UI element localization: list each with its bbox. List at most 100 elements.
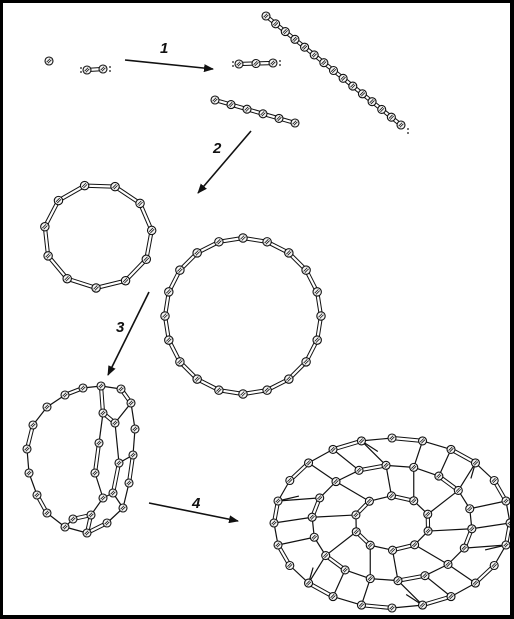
carbon-atom (193, 375, 201, 383)
carbon-atom (291, 35, 299, 43)
carbon-atom (447, 445, 455, 453)
carbon-atom (365, 497, 373, 505)
carbon-atom (129, 451, 137, 459)
carbon-atom (95, 439, 103, 447)
carbon-atom (366, 541, 374, 549)
carbon-atom (119, 504, 127, 512)
carbon-atom (454, 486, 462, 494)
carbon-atom (92, 284, 100, 292)
carbon-atom (471, 579, 479, 587)
carbon-atom (165, 336, 173, 344)
large-monocyclic-ring (161, 234, 325, 398)
carbon-atom (301, 43, 309, 51)
step-arrow-3: 3 (108, 292, 149, 375)
carbon-atom (263, 386, 271, 394)
carbon-atom (274, 497, 282, 505)
single-carbon-atom (45, 57, 53, 65)
carbon-atom (103, 519, 111, 527)
carbon-atom (44, 252, 52, 260)
carbon-atom (235, 60, 243, 68)
bond (115, 423, 119, 463)
carbon-atom (83, 66, 91, 74)
carbon-atom (339, 74, 347, 82)
fullerene-cage (270, 434, 510, 612)
carbon-atom (460, 544, 468, 552)
carbon-atom (111, 182, 119, 190)
carbon-atom (410, 463, 418, 471)
carbon-atom (397, 121, 405, 129)
carbon-atom (227, 101, 235, 109)
carbon-atom (275, 114, 283, 122)
carbon-atom (368, 98, 376, 106)
bond (398, 581, 423, 605)
step-arrow-2: 2 (198, 131, 251, 193)
carbon-atom (80, 181, 88, 189)
carbon-atom (389, 546, 397, 554)
bond (278, 537, 314, 545)
carbon-atom (79, 384, 87, 392)
carbon-atom (394, 577, 402, 585)
carbon-atom (490, 477, 498, 485)
carbon-atom (424, 527, 432, 535)
bond (392, 605, 423, 608)
carbon-atom (466, 505, 474, 513)
carbon-atom (310, 51, 318, 59)
bond (333, 449, 359, 470)
carbon-atom (322, 552, 330, 560)
carbon-atom (357, 601, 365, 609)
carbon-atom (281, 28, 289, 36)
carbon-atom (121, 277, 129, 285)
diagram-canvas: 1 2 3 4 (3, 3, 510, 615)
step-label-1: 1 (160, 40, 168, 57)
carbon-atom (411, 541, 419, 549)
carbon-atom (239, 390, 247, 398)
bond (470, 501, 506, 509)
bond (309, 463, 336, 482)
carbon-atom (355, 466, 363, 474)
carbon-atom (125, 479, 133, 487)
carbon-atom (444, 560, 452, 568)
carbon-atom (136, 199, 144, 207)
c2-dimer (80, 65, 111, 74)
bond (458, 463, 475, 491)
carbon-atom (270, 519, 278, 527)
carbon-atom (424, 510, 432, 518)
carbon-atom (263, 238, 271, 246)
carbon-atom (61, 523, 69, 531)
carbon-atom (142, 255, 150, 263)
bond (361, 441, 386, 465)
carbon-atom (349, 82, 357, 90)
carbon-atom (310, 533, 318, 541)
radical-dots (109, 66, 111, 72)
carbon-atom (382, 461, 390, 469)
carbon-atom (387, 113, 395, 121)
carbon-atom (313, 336, 321, 344)
step-label-4: 4 (191, 495, 201, 512)
carbon-atom (274, 541, 282, 549)
carbon-atom (87, 511, 95, 519)
carbon-atom (63, 275, 71, 283)
carbon-atom (239, 234, 247, 242)
carbon-atom (302, 358, 310, 366)
carbon-atom (502, 497, 510, 505)
carbon-atom (165, 288, 173, 296)
carbon-atom (490, 562, 498, 570)
carbon-atom (291, 119, 299, 127)
carbon-atom (193, 249, 201, 257)
carbon-atom (286, 562, 294, 570)
carbon-atom (388, 604, 396, 612)
carbon-atom (215, 386, 223, 394)
carbon-atom (43, 509, 51, 517)
step-arrow-4: 4 (149, 495, 238, 521)
carbon-atom (506, 519, 510, 527)
carbon-atom (468, 525, 476, 533)
bond (309, 556, 326, 584)
bond (472, 523, 510, 529)
carbon-atom (127, 399, 135, 407)
carbon-atom (111, 419, 119, 427)
c5-linear-chain (211, 96, 299, 127)
step-arrow-1: 1 (125, 40, 213, 69)
c3-linear-chain (232, 59, 281, 68)
carbon-atom (329, 445, 337, 453)
carbon-atom (329, 593, 337, 601)
